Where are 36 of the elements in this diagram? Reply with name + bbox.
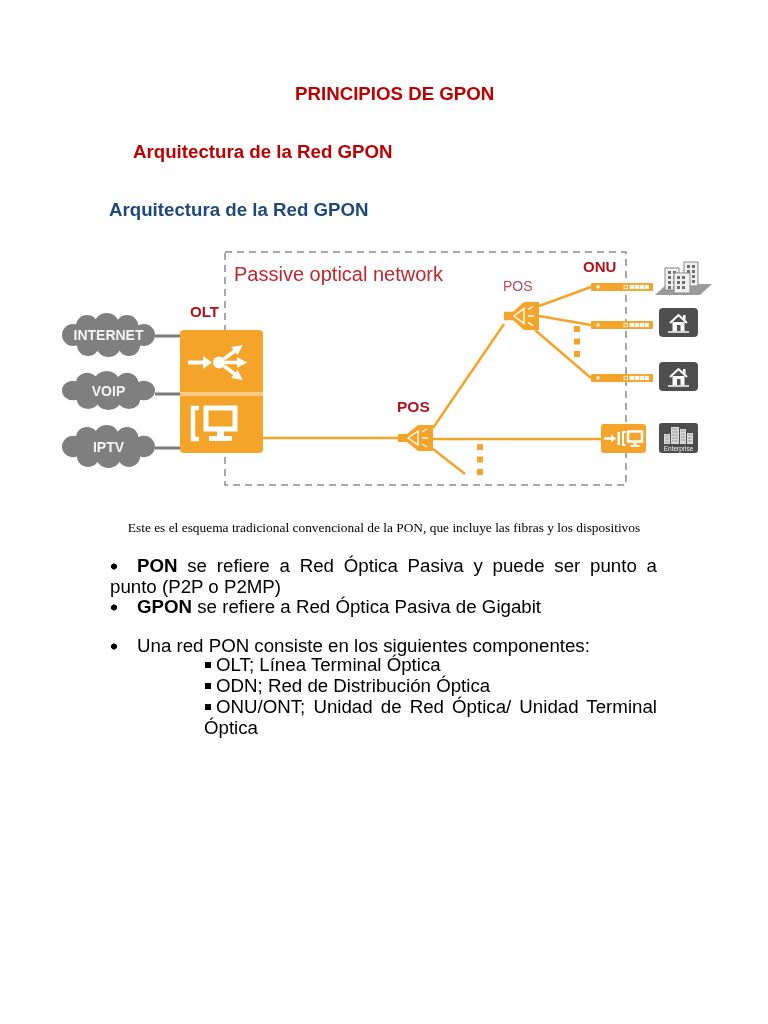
splitter-label: POS — [397, 398, 430, 415]
network-cloud — [62, 313, 155, 357]
bullet-item: PON se refiere a Red Óptica Pasiva y puede ser punto a punto (P2P o P2MP) — [110, 555, 657, 597]
region-title: Passive optical network — [234, 263, 443, 285]
building-tile — [659, 423, 698, 453]
connection-line — [538, 314, 592, 327]
cloud-label: IPTV — [92, 438, 125, 455]
bullet-item: ODN; Red de Distribución Óptica — [204, 675, 657, 696]
network-boundary — [224, 251, 627, 486]
connection-line — [433, 437, 601, 441]
connection-line — [155, 392, 180, 396]
connection-line — [263, 436, 398, 440]
bullet-item: Una red PON consiste en los siguientes componentes: — [110, 635, 657, 656]
section-heading: Arquitectura de la Red GPON — [109, 199, 369, 221]
connection-line — [538, 285, 592, 308]
connection-line — [432, 448, 466, 475]
connection-line — [534, 329, 592, 379]
section-heading: Arquitectura de la Red GPON — [133, 141, 393, 163]
device-label: ONU — [583, 258, 617, 275]
bullet-item: ONU/ONT; Unidad de Red Óptica/ Unidad Terminal Óptica — [204, 696, 657, 738]
onu-device — [591, 374, 653, 382]
network-cloud — [62, 371, 155, 410]
network-cloud — [62, 425, 155, 468]
onu-device — [591, 283, 653, 291]
connection-line — [431, 323, 506, 429]
connection-line — [155, 334, 180, 338]
figure-caption: Este es el esquema tradicional convencional de la PON, que incluye las fibras y los dispositivos — [127, 520, 641, 535]
onu-device — [591, 321, 653, 329]
cloud-label: INTERNET — [73, 327, 144, 343]
connection-line — [155, 446, 180, 450]
ont-device — [601, 424, 646, 453]
splitter-label: POS — [503, 278, 533, 295]
bullet-item: GPON se refiere a Red Óptica Pasiva de Gigabit — [110, 596, 657, 617]
device-label: OLT — [190, 303, 219, 320]
cloud-label: VOIP — [91, 382, 126, 399]
page-title: PRINCIPIOS DE GPON — [295, 83, 495, 105]
